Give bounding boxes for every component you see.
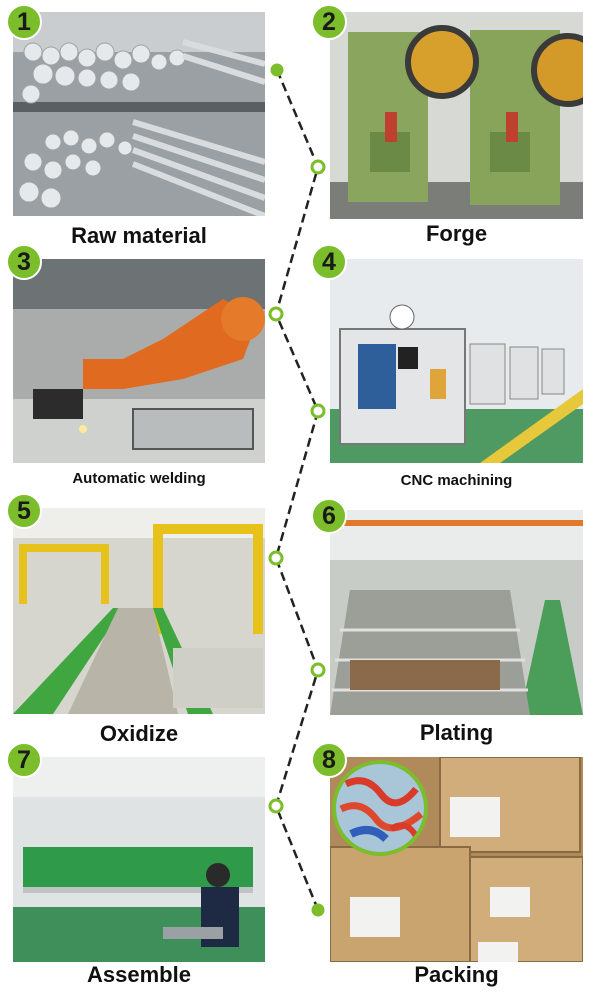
step-label: Plating — [419, 720, 494, 745]
connector-node — [268, 798, 284, 814]
step-number-badge: 6 — [311, 498, 347, 534]
step-label: Automatic welding — [72, 470, 206, 487]
step-label: Raw material — [71, 223, 207, 248]
step-number-badge: 1 — [6, 4, 42, 40]
step-label: Assemble — [87, 962, 191, 987]
step-number-badge: 5 — [6, 493, 42, 529]
step-label: CNC machining — [400, 472, 513, 489]
step-label: Forge — [425, 221, 488, 246]
cnc-machining-photo — [330, 259, 583, 463]
connector-node — [310, 662, 326, 678]
plating-photo — [330, 510, 583, 715]
step-label: Oxidize — [99, 721, 179, 746]
step-number-badge: 4 — [311, 244, 347, 280]
automatic-welding-photo — [13, 259, 265, 463]
product-inset-photo — [332, 760, 428, 856]
assemble-photo — [13, 757, 265, 962]
forge-photo — [330, 12, 583, 219]
connector-node — [311, 903, 325, 917]
connector-node — [310, 403, 326, 419]
step-label: Packing — [414, 962, 499, 987]
step-number-badge: 7 — [6, 742, 42, 778]
connector-node — [268, 306, 284, 322]
step-number-badge: 3 — [6, 244, 42, 280]
step-number-badge: 2 — [311, 4, 347, 40]
connector-path — [274, 69, 320, 911]
raw-material-photo — [13, 12, 265, 216]
oxidize-photo — [13, 508, 265, 714]
connector-node — [310, 159, 326, 175]
step-number-badge: 8 — [311, 742, 347, 778]
connector-node — [270, 63, 284, 77]
connector-node — [268, 550, 284, 566]
